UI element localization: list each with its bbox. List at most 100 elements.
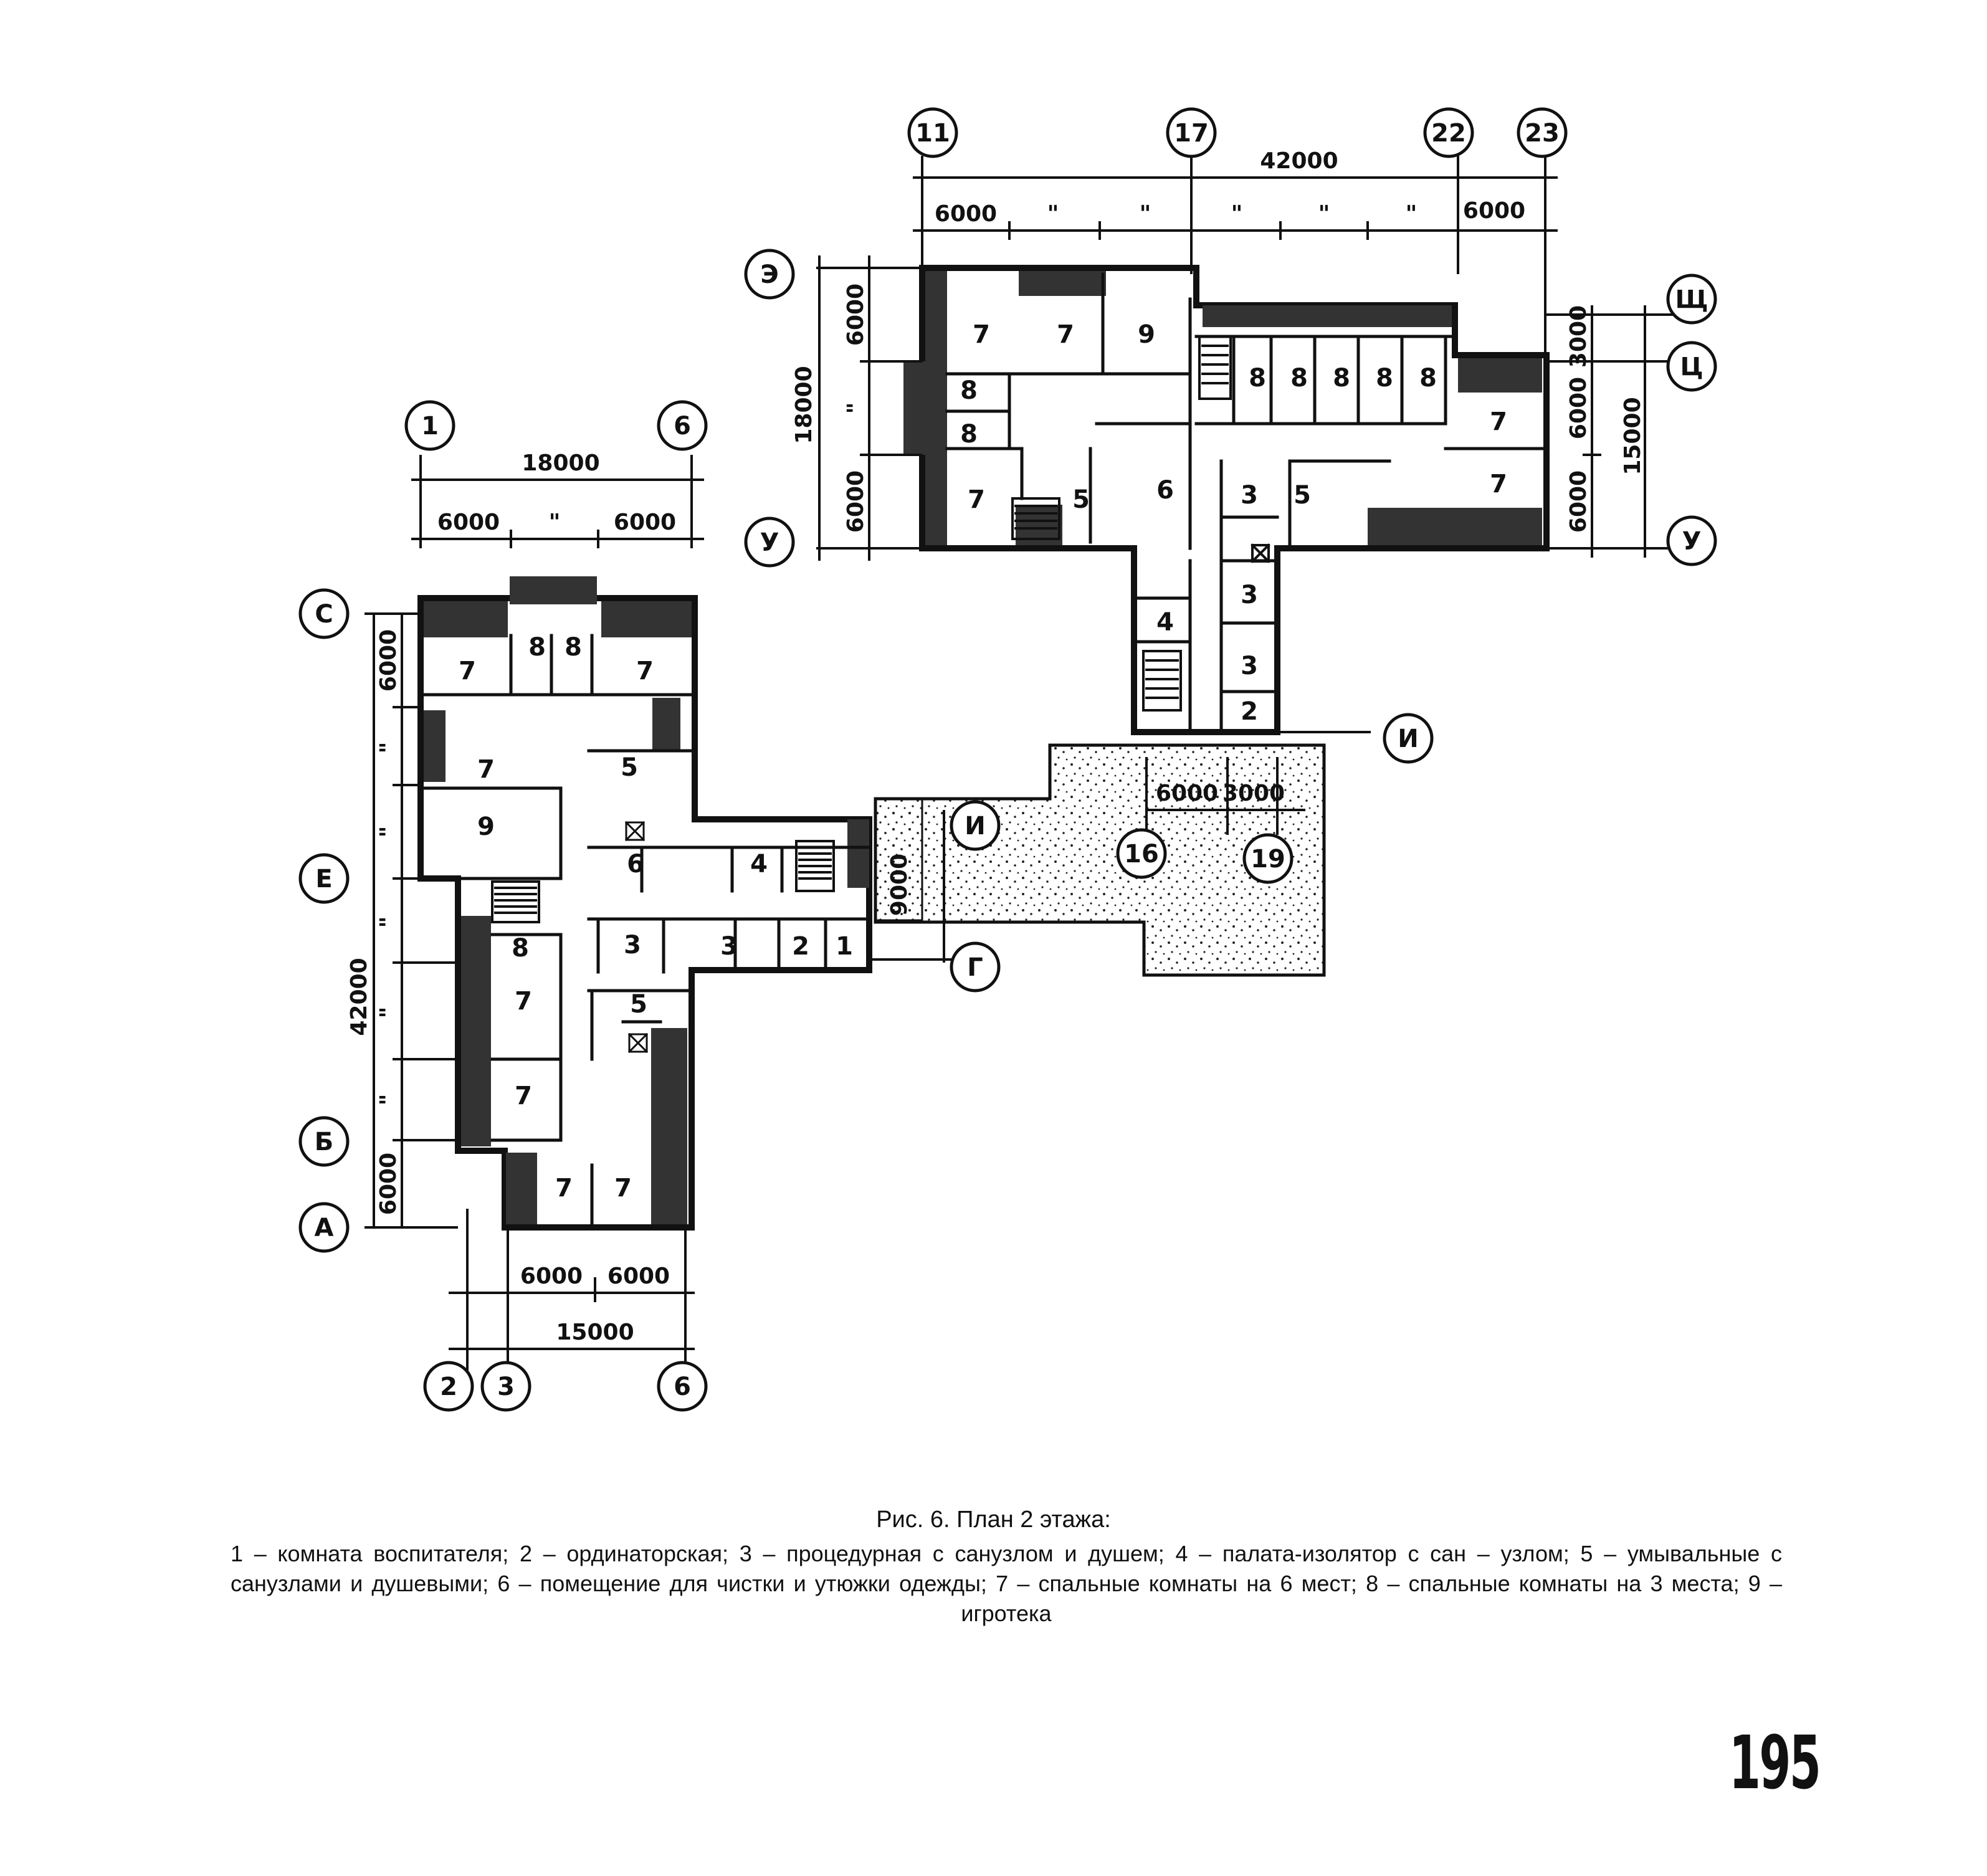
room-number: 3	[1241, 481, 1258, 510]
dimension-total: 18000	[791, 366, 817, 444]
axis-label: И	[965, 812, 985, 840]
axis-label: 11	[915, 119, 950, 148]
dimension-span: "	[376, 742, 401, 754]
room-number: 6	[1156, 476, 1174, 505]
dimension-span: "	[843, 402, 869, 414]
room-number: 7	[968, 485, 985, 514]
dimension-span: 6000	[1463, 198, 1525, 224]
terrace	[874, 743, 1326, 977]
dimension-span: 6000	[843, 470, 869, 533]
room-number: 8	[960, 376, 978, 405]
room-number: 3	[624, 931, 641, 959]
axis-label: Щ	[1675, 285, 1708, 314]
room-number: 9	[1138, 320, 1155, 349]
dimension-span: "	[376, 917, 401, 928]
room-number: 8	[960, 420, 978, 449]
room-number: 7	[1490, 407, 1507, 436]
axis-label: 17	[1174, 119, 1209, 148]
axis-label: 16	[1124, 840, 1159, 869]
room-number: 8	[1376, 364, 1393, 393]
room-number: 3	[1241, 652, 1258, 680]
axis-label: 6	[674, 412, 691, 440]
room-number: 7	[1490, 470, 1507, 498]
axis-label: 6	[674, 1373, 691, 1401]
dimension-span: 6000	[376, 629, 401, 692]
axis-bubbles	[298, 107, 1717, 1412]
dimension-span: "	[549, 510, 561, 535]
dimension-span: 6000	[614, 510, 676, 535]
room-number: 4	[750, 850, 768, 878]
dimension-span: "	[1406, 201, 1418, 227]
room-number: 8	[528, 633, 546, 662]
dimension-span: 3000	[1566, 305, 1591, 368]
wing-2-walls	[903, 265, 1550, 735]
room-number: 7	[515, 987, 532, 1016]
axis-label: Е	[315, 865, 332, 893]
dimension-total: 42000	[1260, 148, 1338, 174]
axis-label: С	[315, 600, 333, 629]
dimension-span: "	[1231, 201, 1243, 227]
room-number: 4	[1156, 608, 1174, 637]
figure-caption-legend: 1 – комната воспитателя; 2 – ординаторск…	[231, 1541, 1782, 1626]
room-number: 3	[1241, 581, 1258, 609]
room-number: 8	[1419, 364, 1437, 393]
axis-label: 19	[1251, 845, 1285, 874]
room-number: 8	[512, 934, 529, 963]
dimension-span: 6000	[935, 201, 997, 227]
dimension-span: 6000	[437, 510, 500, 535]
axis-label: А	[315, 1214, 334, 1242]
room-number: 2	[792, 932, 809, 961]
room-number: 7	[614, 1174, 632, 1202]
dimension-total: 15000	[556, 1320, 634, 1345]
dimension-span: 6000	[1566, 470, 1591, 533]
axis-label: И	[1398, 725, 1418, 753]
dimension-span: "	[376, 1007, 401, 1019]
dimension-span: "	[376, 826, 401, 838]
room-number: 6	[627, 850, 644, 878]
dimension-total: 18000	[522, 450, 599, 476]
room-number: 3	[720, 932, 738, 961]
room-number: 7	[515, 1082, 532, 1110]
room-number: 7	[477, 755, 495, 784]
dimension-span: "	[1140, 201, 1151, 227]
dimension-span: 6000	[1566, 377, 1591, 439]
room-number: 9	[477, 812, 495, 841]
axis-label: Ц	[1680, 353, 1703, 381]
room-number: 7	[555, 1174, 573, 1202]
room-number: 8	[1290, 364, 1308, 393]
room-number: 7	[1057, 320, 1074, 349]
dimension-span: 6000	[376, 1153, 401, 1215]
dimension-span: 6000	[843, 283, 869, 346]
room-number: 7	[973, 320, 990, 349]
axis-label: 1	[421, 412, 439, 440]
axis-label: Э	[760, 260, 778, 289]
room-number: 2	[1241, 697, 1258, 726]
dimension-span: 6000	[608, 1264, 670, 1289]
dimension-span: "	[1047, 201, 1059, 227]
dimension-span: "	[1318, 201, 1330, 227]
axis-label: 22	[1431, 119, 1466, 148]
dimension-span: 6000	[1156, 781, 1218, 806]
room-number: 5	[1072, 485, 1090, 514]
room-number: 8	[1333, 364, 1350, 393]
axis-label: Г	[967, 953, 983, 982]
axis-label: 2	[440, 1373, 457, 1401]
dimension-span: "	[376, 1094, 401, 1106]
dimension-span: 3000	[1222, 781, 1285, 806]
room-number: 5	[621, 753, 638, 782]
page-number: 195	[1729, 1720, 1821, 1806]
dimension-span: 9000	[887, 854, 912, 916]
room-number: 1	[836, 932, 853, 961]
dimension-total: 42000	[346, 958, 372, 1036]
room-number: 7	[459, 657, 476, 685]
room-number: 5	[630, 990, 647, 1019]
dimension-span: 6000	[520, 1264, 583, 1289]
axis-label: У	[760, 528, 779, 557]
dimension-total: 15000	[1620, 397, 1646, 475]
dimension-lines	[365, 156, 1676, 1377]
wing-1-walls	[417, 576, 872, 1231]
axis-label: 3	[497, 1373, 515, 1401]
room-number: 8	[1249, 364, 1266, 393]
axis-label: У	[1682, 527, 1702, 556]
